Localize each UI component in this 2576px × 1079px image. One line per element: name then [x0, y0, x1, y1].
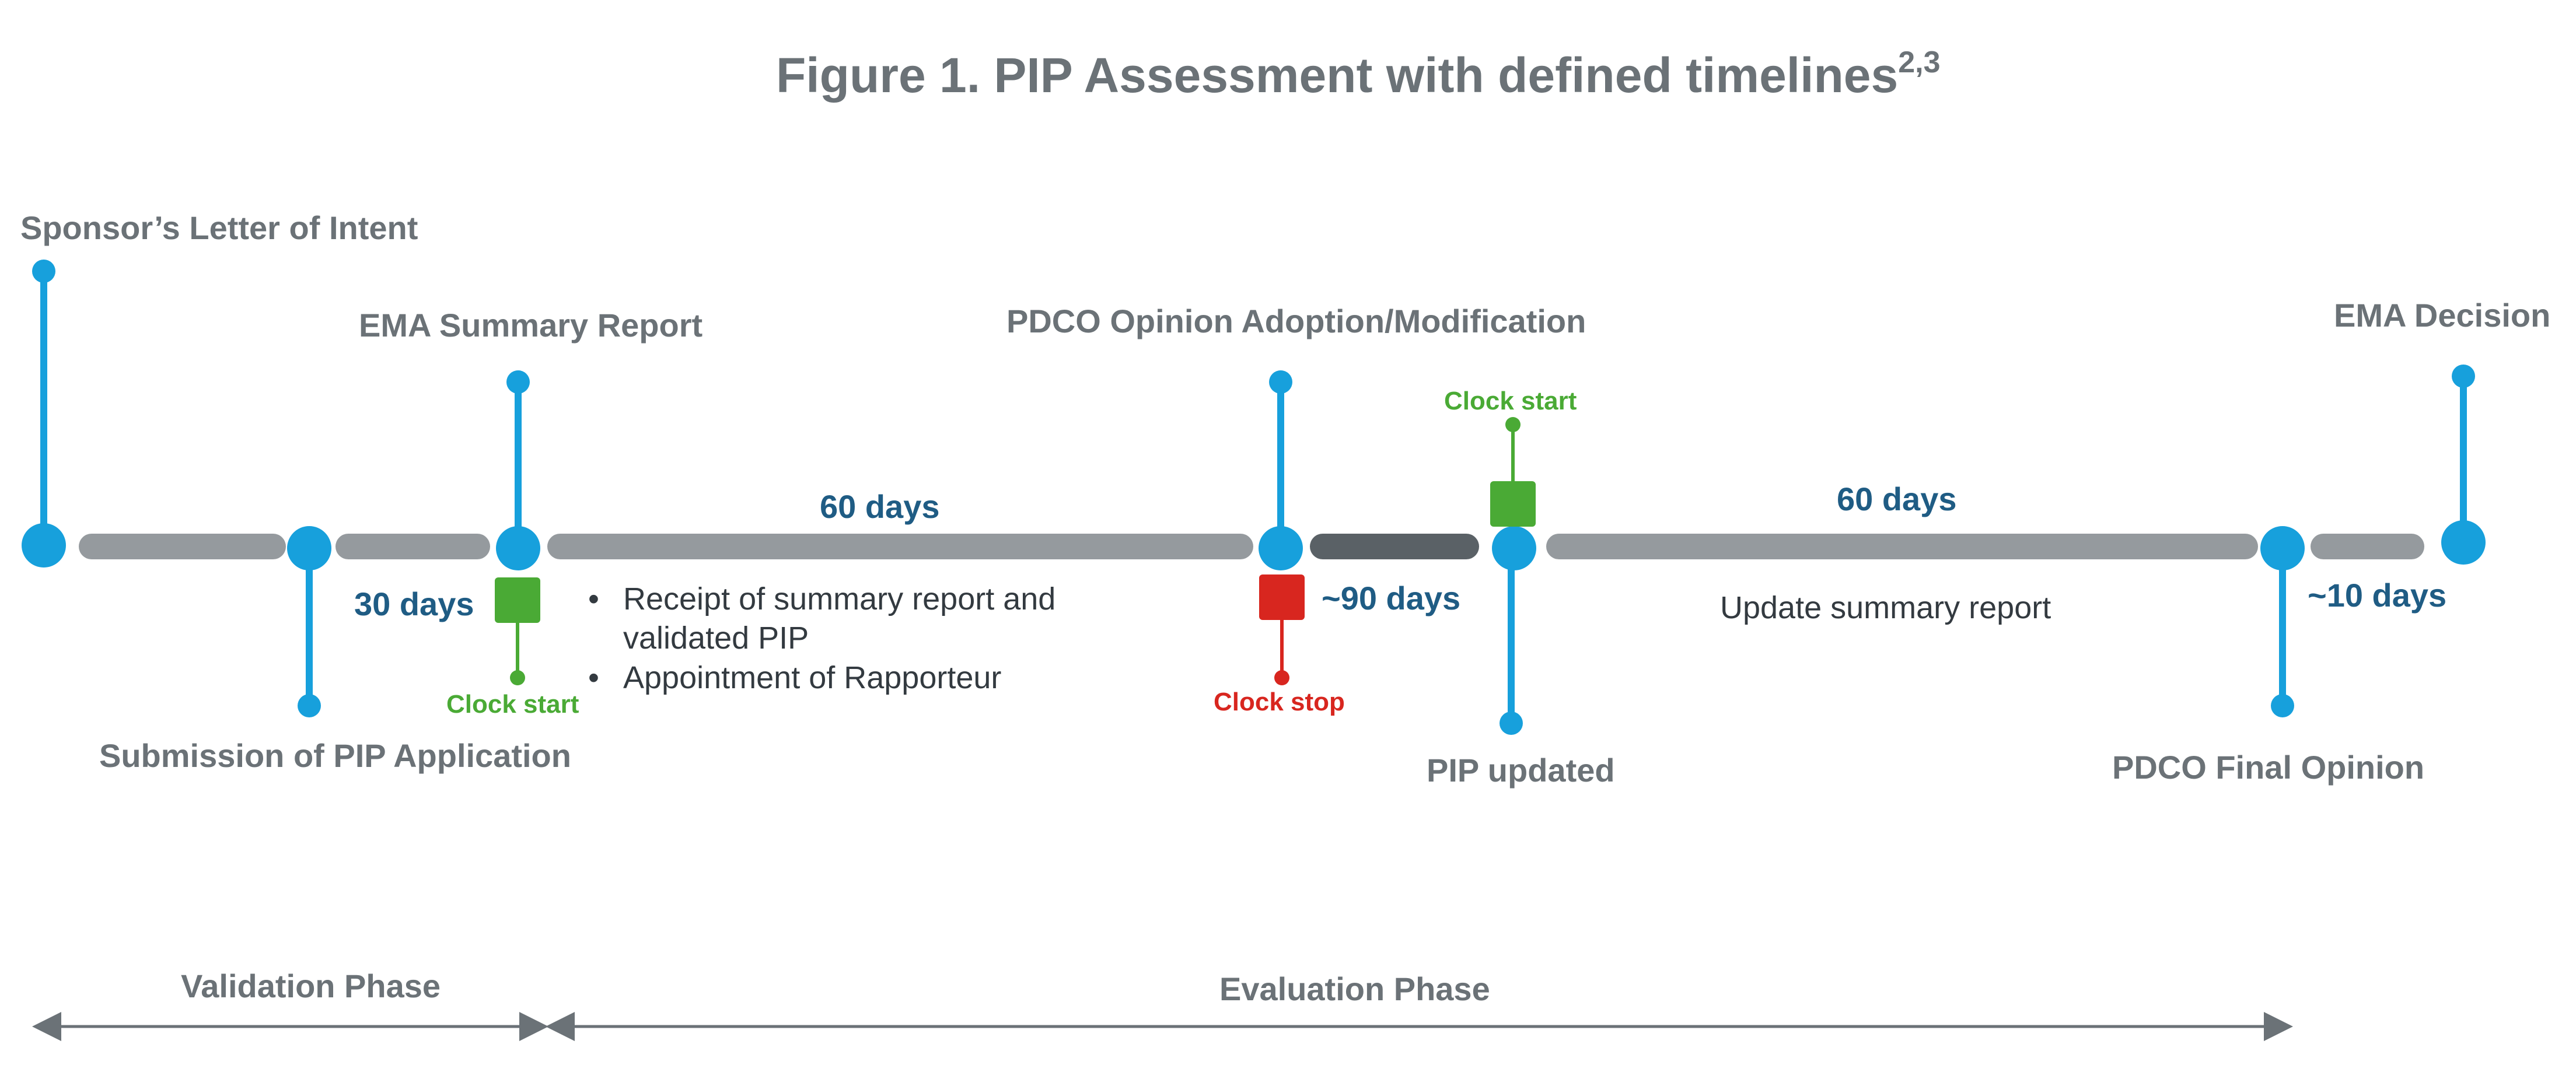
note-update-summary: Update summary report	[1720, 590, 2051, 625]
node-pdco-final	[2260, 526, 2305, 570]
clock-stop-marker	[1259, 574, 1305, 685]
label-pip-updated: PIP updated	[1427, 752, 1615, 789]
phase-validation-label: Validation Phase	[181, 968, 441, 1004]
node-submission	[287, 526, 331, 570]
bar-segment-decision	[2311, 534, 2424, 559]
note-bullet-2: •	[588, 660, 599, 695]
note-bullet-1: •	[588, 581, 599, 616]
label-pdco-final: PDCO Final Opinion	[2112, 749, 2424, 786]
dot-pdco-opinion	[1269, 370, 1292, 394]
figure-title: Figure 1. PIP Assessment with defined ti…	[776, 45, 1941, 103]
bar-segment-validation-2	[335, 534, 490, 559]
dot-ema-decision	[2452, 365, 2475, 388]
clock-start-1-label: Clock start	[446, 690, 579, 719]
clock-stop-label: Clock stop	[1214, 688, 1345, 716]
bar-segment-update	[1546, 534, 2258, 559]
clock-stop-square	[1259, 574, 1305, 620]
node-pip-updated	[1492, 526, 1536, 570]
figure-title-text: Figure 1. PIP Assessment with defined ti…	[776, 48, 1898, 103]
clock-start-marker-1	[495, 577, 540, 685]
duration-validation: 30 days	[354, 586, 474, 622]
phase-evaluation-label: Evaluation Phase	[1219, 971, 1490, 1007]
label-sponsor-letter: Sponsor’s Letter of Intent	[20, 209, 418, 246]
note-receipt-line1: Receipt of summary report and	[623, 581, 1055, 616]
node-ema-summary	[496, 526, 540, 570]
clock-start-2-label: Clock start	[1444, 387, 1577, 415]
dot-pdco-final	[2271, 694, 2294, 717]
bar-segment-clock-stop	[1310, 534, 1479, 559]
note-appointment: Appointment of Rapporteur	[623, 660, 1001, 695]
clock-start-2-square	[1490, 481, 1536, 527]
milestone-nodes	[22, 520, 2486, 570]
milestone-stems	[40, 271, 2467, 723]
clock-start-1-dot	[510, 670, 525, 685]
duration-labels: 30 days 60 days ~90 days 60 days ~10 day…	[354, 481, 2446, 622]
label-ema-summary: EMA Summary Report	[359, 307, 702, 344]
clock-stop-dot	[1274, 670, 1289, 685]
label-pdco-opinion: PDCO Opinion Adoption/Modification	[1006, 303, 1586, 339]
note-receipt-line2: validated PIP	[623, 621, 809, 656]
dot-ema-summary	[506, 370, 530, 394]
dot-submission	[298, 694, 321, 717]
label-ema-decision: EMA Decision	[2334, 297, 2550, 334]
duration-decision: ~10 days	[2308, 577, 2446, 614]
node-sponsor-letter	[22, 523, 66, 567]
dot-pip-updated	[1500, 712, 1523, 735]
milestone-labels: Sponsor’s Letter of Intent Submission of…	[20, 209, 2550, 789]
clock-start-1-square	[495, 577, 540, 623]
phase-indicators: Validation Phase Evaluation Phase	[32, 968, 2293, 1041]
evaluation-notes: • Receipt of summary report and validate…	[588, 581, 1055, 695]
figure-title-superscript: 2,3	[1898, 45, 1940, 79]
node-ema-decision	[2441, 520, 2486, 565]
stem-end-dots	[32, 260, 2475, 735]
bar-segment-validation-1	[79, 534, 286, 559]
label-submission: Submission of PIP Application	[99, 737, 571, 774]
timeline-bars	[79, 534, 2424, 559]
dot-sponsor-letter	[32, 260, 55, 283]
clock-start-marker-2	[1490, 417, 1536, 527]
duration-update: 60 days	[1837, 481, 1957, 517]
bar-segment-evaluation	[547, 534, 1253, 559]
clock-start-2-dot	[1505, 417, 1521, 432]
duration-clock-stop: ~90 days	[1322, 580, 1460, 616]
duration-evaluation: 60 days	[820, 488, 940, 525]
node-pdco-opinion	[1259, 526, 1303, 570]
